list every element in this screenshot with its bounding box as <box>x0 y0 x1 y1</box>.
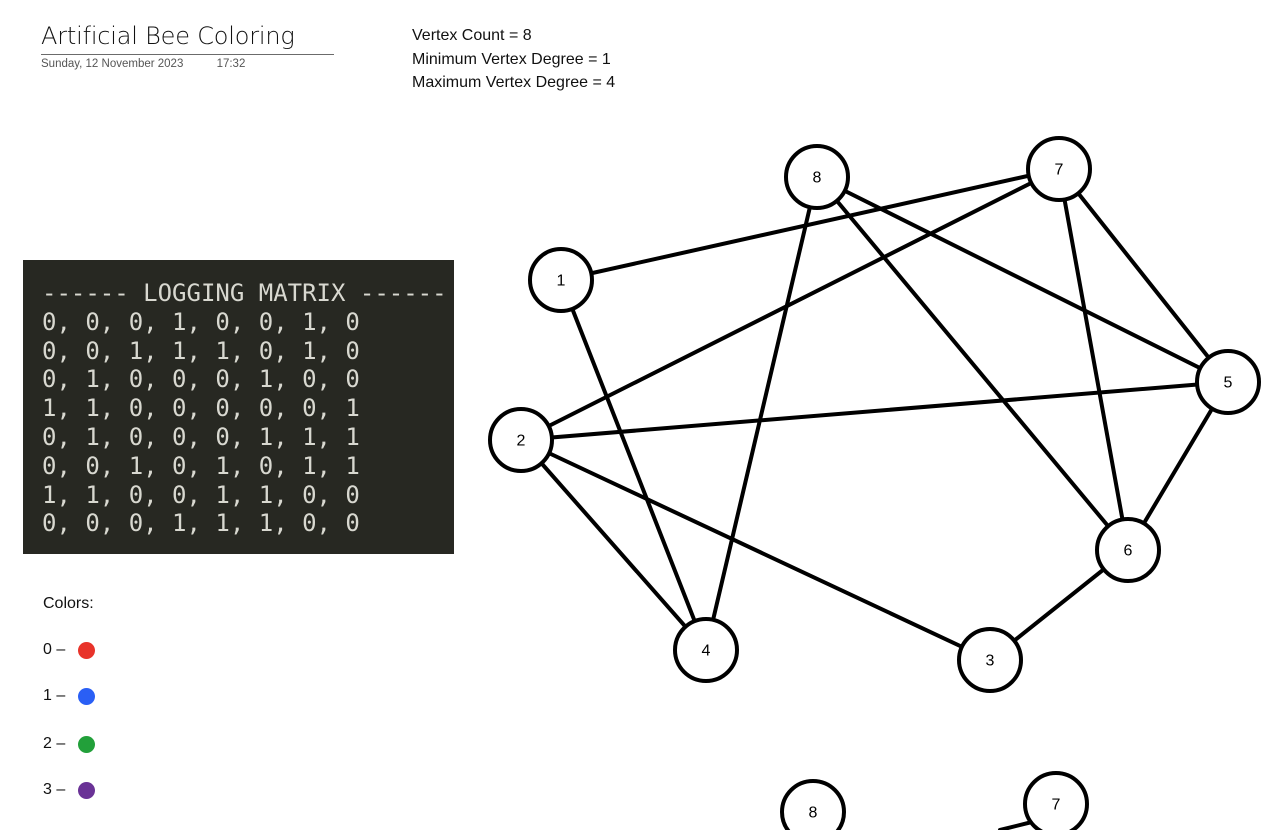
legend-item-0: 0 – <box>43 638 95 662</box>
color-dot-red <box>78 642 95 659</box>
title-underline <box>41 54 334 55</box>
logging-matrix-panel: ------ LOGGING MATRIX ------ 0, 0, 0, 1,… <box>23 260 454 554</box>
legend-label: 3 – <box>43 781 66 798</box>
graph-node-8-circle <box>784 144 850 210</box>
legend-label: 1 – <box>43 687 66 704</box>
legend-item-3: 3 – <box>43 778 95 802</box>
graph-node-1-circle <box>528 247 594 313</box>
vertex-count-text: Vertex Count = 8 <box>412 27 532 44</box>
partial-node-7-circle <box>1023 771 1089 830</box>
graph-edge-1-4 <box>559 278 708 652</box>
graph-edge-2-5 <box>519 380 1230 442</box>
min-degree-text: Minimum Vertex Degree = 1 <box>412 50 611 68</box>
matrix-row: 0, 1, 0, 0, 0, 1, 0, 0 <box>42 365 360 394</box>
graph-edges <box>519 167 1230 662</box>
graph-edge-2-4 <box>519 438 708 652</box>
graph-edge-1-7 <box>559 167 1061 282</box>
graph-nodes: 1 2 3 4 5 6 7 8 <box>488 136 1261 693</box>
matrix-row: 1, 1, 0, 0, 0, 0, 0, 1 <box>42 394 360 423</box>
graph-node-4-circle <box>673 617 739 683</box>
page-title: Artificial Bee Coloring <box>41 22 295 50</box>
matrix-row: 0, 0, 1, 0, 1, 0, 1, 1 <box>42 451 360 480</box>
graph-node-4-label: 4 <box>702 643 711 660</box>
partial-node-7: 7 <box>1023 771 1089 830</box>
matrix-row: 0, 0, 0, 1, 1, 1, 0, 0 <box>42 509 360 538</box>
graph-edge-8-4 <box>704 175 819 652</box>
color-legend: Colors: 0 – 1 – 2 – 3 – <box>43 592 95 799</box>
graph-node-3-circle <box>957 627 1023 693</box>
legend-title: Colors: <box>43 595 94 612</box>
page-time: 17:32 <box>216 58 246 70</box>
graph-node-5: 5 <box>1195 349 1261 415</box>
legend-item-1: 1 – <box>43 684 95 708</box>
page-date: Sunday, 12 November 2023 <box>41 58 184 70</box>
graph-node-1-label: 1 <box>557 273 566 290</box>
page-meta: Sunday, 12 November 2023 17:32 <box>41 58 334 70</box>
legend-label: 2 – <box>43 735 66 752</box>
graph-node-3: 3 <box>957 627 1023 693</box>
graph-node-8: 8 <box>784 144 850 210</box>
color-dot-purple <box>78 782 95 799</box>
matrix-row: 0, 0, 0, 1, 0, 0, 1, 0 <box>42 307 360 336</box>
page-header: Artificial Bee Coloring Sunday, 12 Novem… <box>41 18 334 70</box>
logging-matrix-header: ------ LOGGING MATRIX ------ <box>42 279 447 307</box>
graph-node-1: 1 <box>528 247 594 313</box>
graph-node-6-circle <box>1095 517 1161 583</box>
graph-node-5-label: 5 <box>1224 375 1233 392</box>
legend-item-2: 2 – <box>43 732 95 756</box>
matrix-row: 0, 1, 0, 0, 0, 1, 1, 1 <box>42 422 360 451</box>
graph-stats: Vertex Count = 8 Minimum Vertex Degree =… <box>412 24 615 95</box>
graph-node-7: 7 <box>1026 136 1092 202</box>
graph-node-2: 2 <box>488 407 554 473</box>
graph-edge-8-5 <box>815 175 1230 384</box>
graph-node-3-label: 3 <box>986 653 995 670</box>
matrix-row: 0, 0, 1, 1, 1, 0, 1, 0 <box>42 336 360 365</box>
graph-node-6-label: 6 <box>1124 543 1133 560</box>
graph-edge-2-7 <box>519 167 1061 442</box>
partial-node-7-label: 7 <box>1052 797 1061 814</box>
graph-node-7-label: 7 <box>1055 162 1064 179</box>
max-degree-text: Maximum Vertex Degree = 4 <box>412 74 616 91</box>
partial-node-8-label: 8 <box>809 805 818 822</box>
graph-node-7-circle <box>1026 136 1092 202</box>
graph-node-4: 4 <box>673 617 739 683</box>
graph-edge-7-6 <box>1057 167 1130 552</box>
partial-edge <box>998 820 1034 830</box>
legend-label: 0 – <box>43 641 66 658</box>
graph-node-8-label: 8 <box>813 170 822 187</box>
graph-edge-7-5 <box>1057 167 1230 384</box>
color-dot-green <box>78 736 95 753</box>
graph-node-2-label: 2 <box>517 433 526 450</box>
matrix-row: 1, 1, 0, 0, 1, 1, 0, 0 <box>42 480 360 509</box>
partial-node-8-circle <box>780 779 846 830</box>
graph-edge-2-3 <box>519 438 992 662</box>
graph-node-6: 6 <box>1095 517 1161 583</box>
graph-node-2-circle <box>488 407 554 473</box>
graph-edge-8-6 <box>815 175 1130 552</box>
color-dot-blue <box>78 688 95 705</box>
partial-node-8: 8 <box>780 779 846 830</box>
graph-node-5-circle <box>1195 349 1261 415</box>
